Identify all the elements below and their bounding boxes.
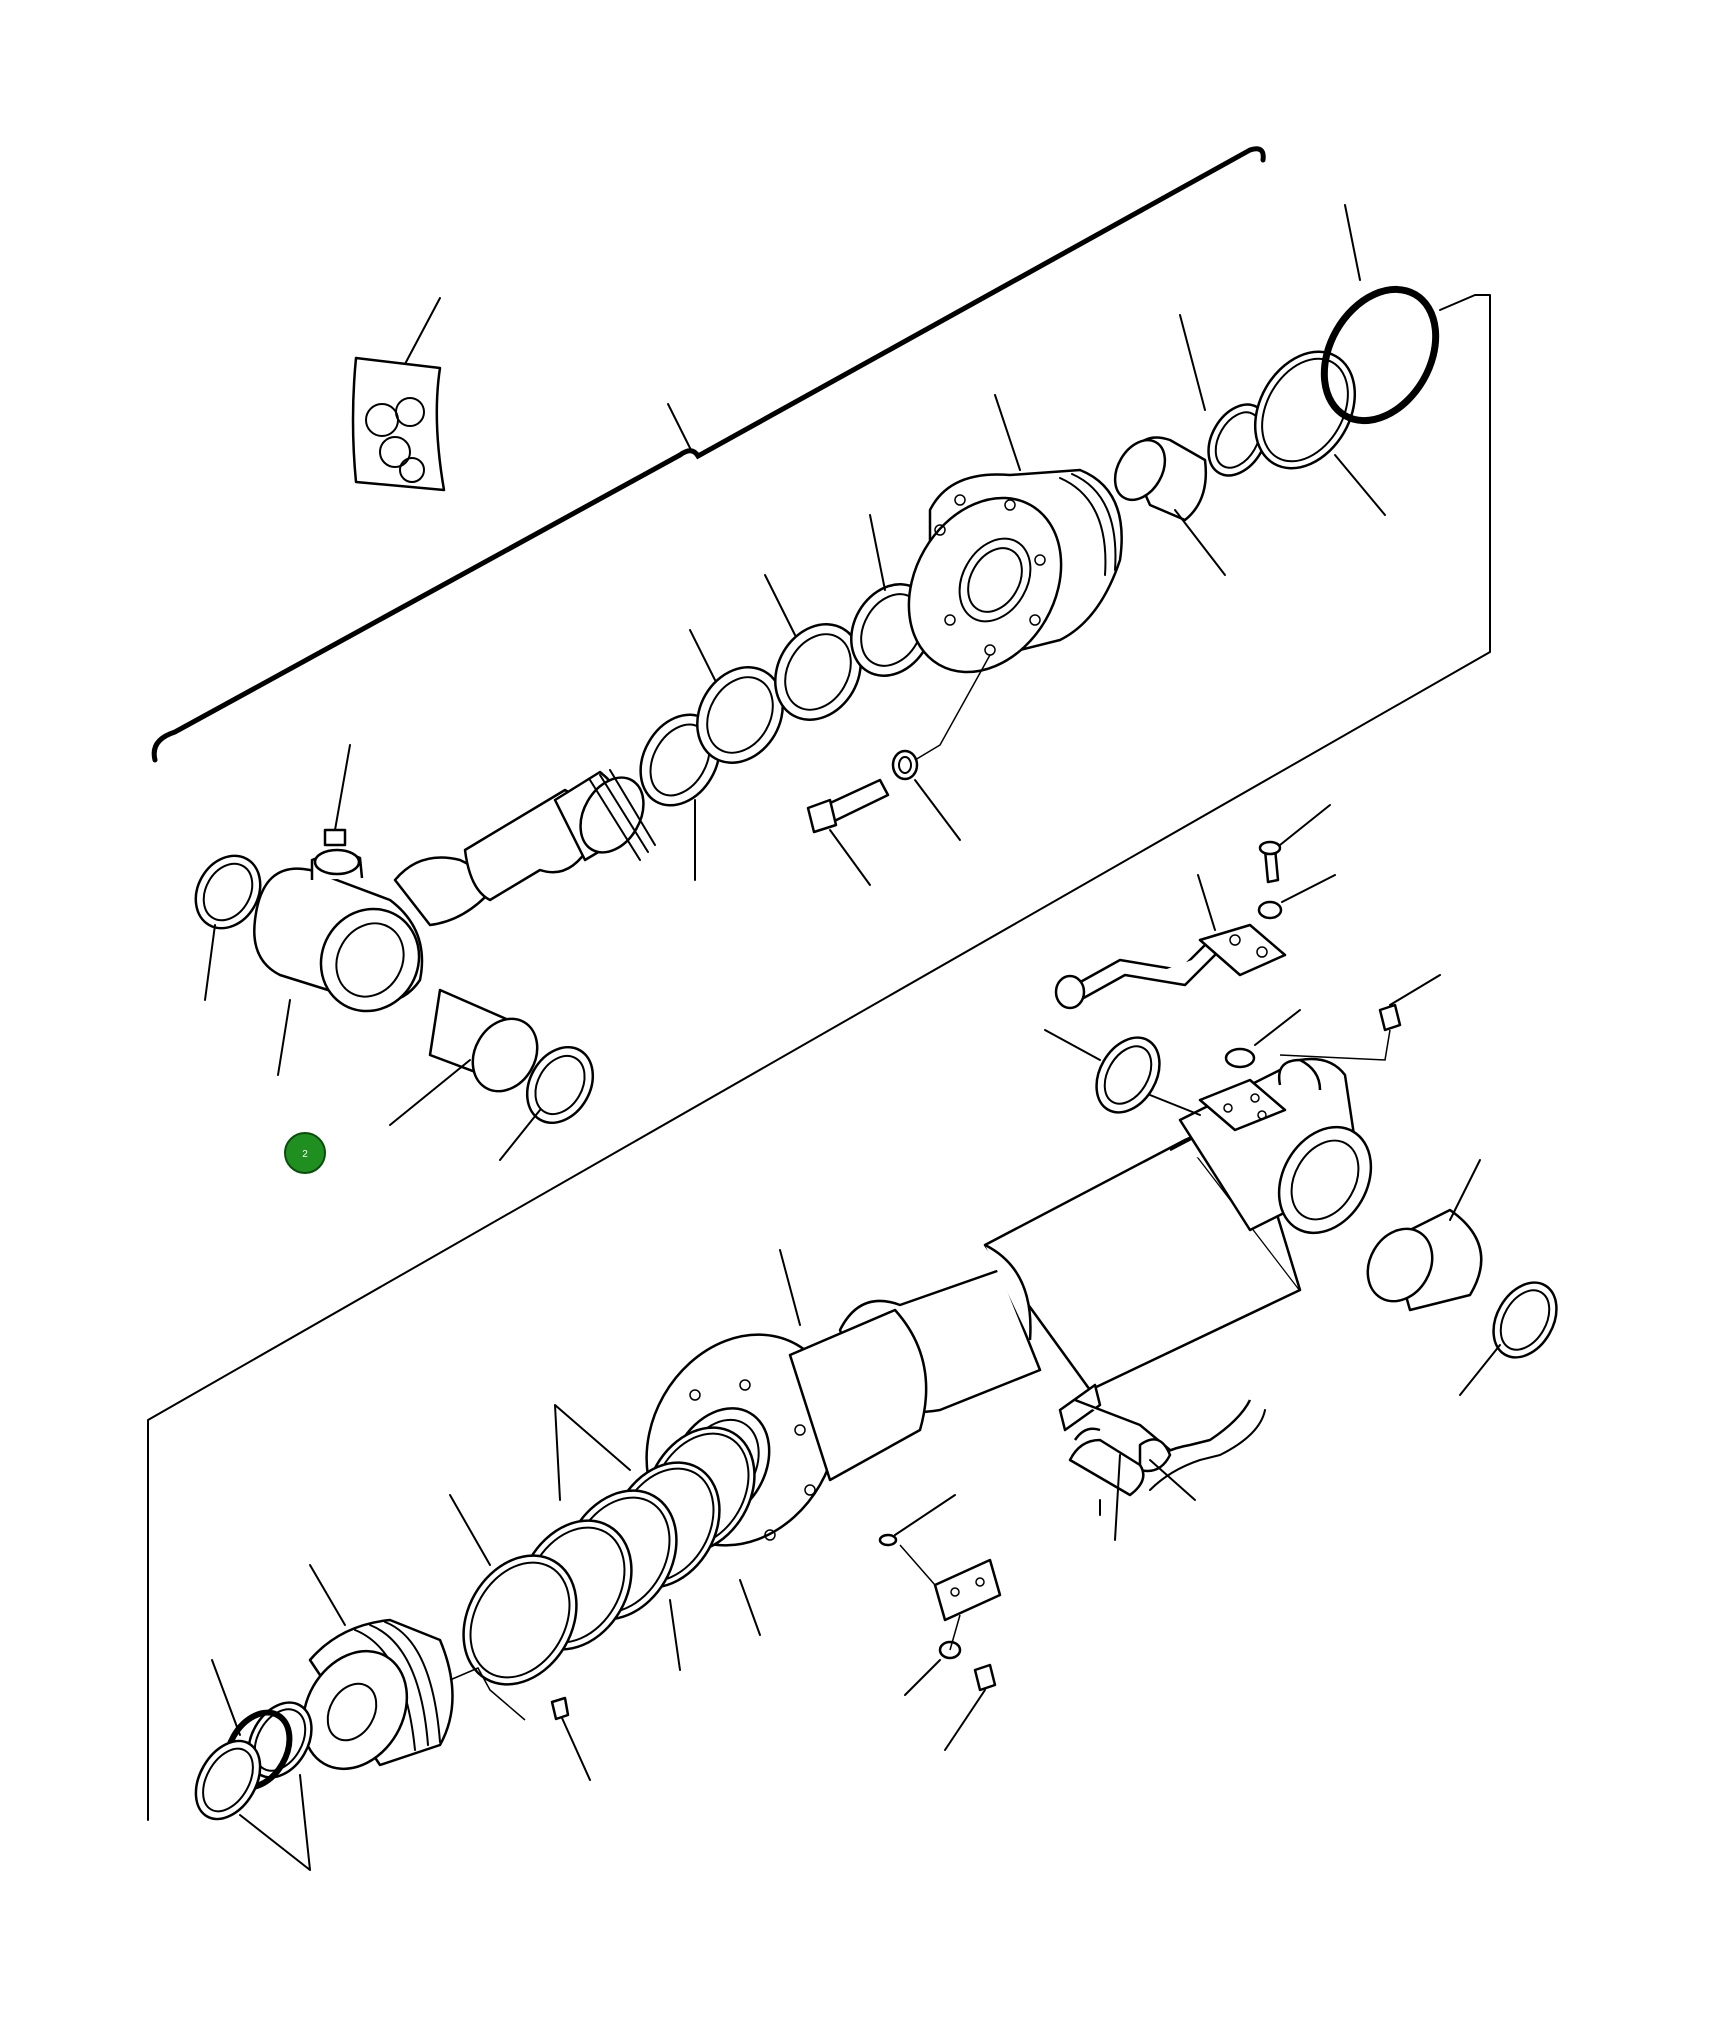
- gland-rings-right: [1113, 204, 1440, 576]
- group-bracket-lines: [147, 146, 1491, 1821]
- piston-end-rings: [194, 1659, 313, 1871]
- seal-kit-bag: [351, 297, 446, 492]
- cylinder-head-gland: [907, 394, 1123, 674]
- head-bolt-and-washer: [806, 654, 991, 886]
- hydraulic-pipe-upper: [1054, 804, 1336, 1010]
- rod-eye-assembly: [194, 744, 502, 1076]
- pipe-clamp-plate: [878, 1494, 1002, 1751]
- piston-seal-rings: [449, 1404, 761, 1686]
- callout-hotspot-2[interactable]: 2: [284, 1132, 326, 1174]
- frame-slant-top: [1439, 294, 1476, 311]
- right-frame-line: [147, 294, 1491, 1821]
- barrel-fittings: [1044, 974, 1441, 1116]
- eye-bushing-and-ring: [389, 988, 595, 1161]
- piston-rod: [463, 769, 656, 902]
- upper-seal-rings: [639, 514, 934, 881]
- barrel-port-block: [1178, 1057, 1558, 1396]
- hotspot-label: 2: [302, 1149, 308, 1160]
- bracket-center-tick: [667, 403, 693, 453]
- piston: [301, 1564, 591, 1781]
- hydraulic-pipe-lower: [1058, 1383, 1266, 1541]
